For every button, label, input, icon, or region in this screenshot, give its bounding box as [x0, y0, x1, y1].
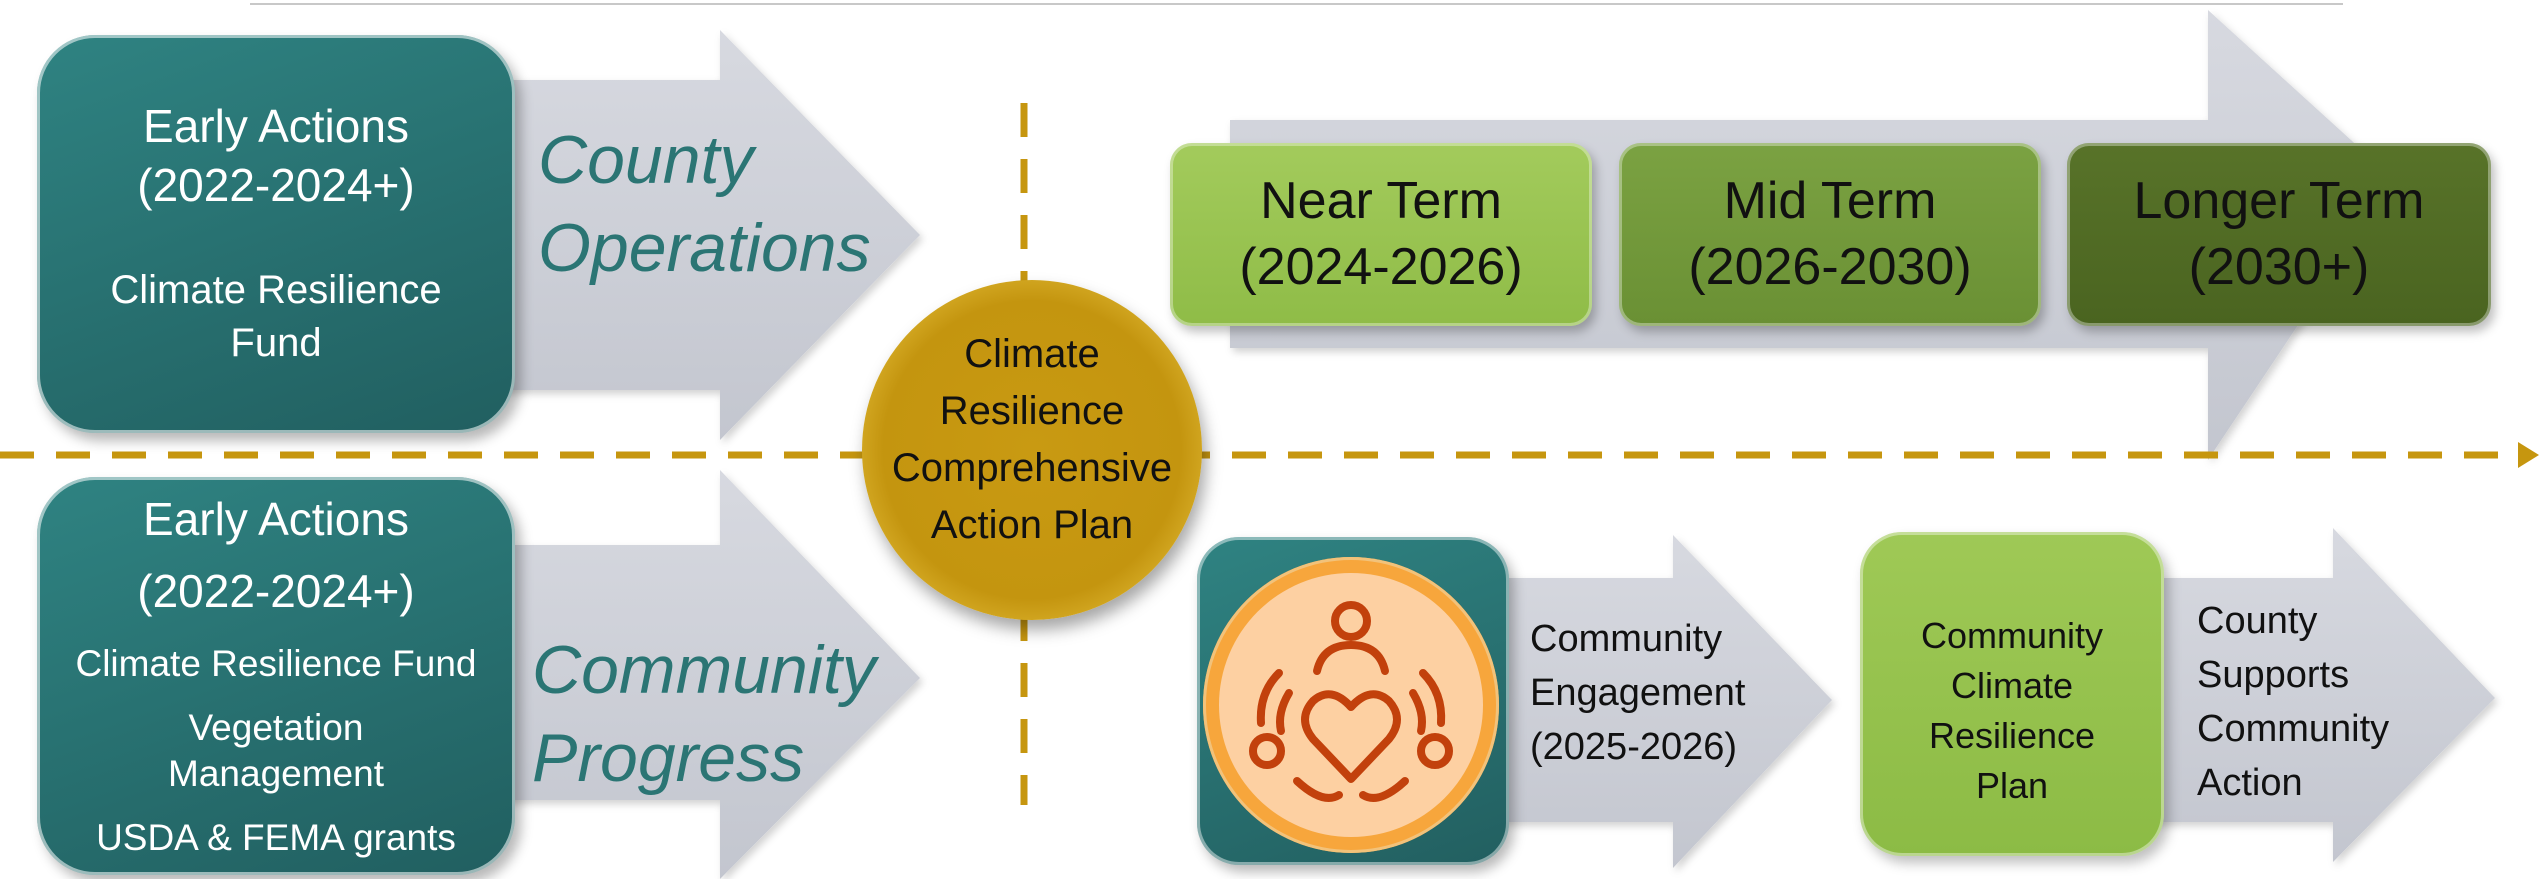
county-operations-arrow: [470, 30, 920, 440]
early-actions-county-box: Early Actions (2022-2024+) Climate Resil…: [37, 35, 515, 433]
early-actions-years-2: (2022-2024+): [137, 565, 415, 617]
vegetation-item-line1: Vegetation: [188, 707, 364, 748]
grants-item: USDA & FEMA grants: [96, 817, 456, 858]
county-supports-arrow: [2150, 528, 2495, 862]
community-heart-icon: [1203, 557, 1499, 853]
fund-item: Climate Resilience Fund: [75, 643, 477, 684]
vegetation-item-line2: Management: [168, 753, 384, 794]
longer-term-box: Longer Term (2030+): [2067, 143, 2491, 326]
mid-term-box: Mid Term (2026-2030): [1619, 143, 2041, 326]
near-term-box: Near Term (2024-2026): [1170, 143, 1592, 326]
early-actions-years: (2022-2024+): [137, 159, 415, 211]
community-progress-label: Community Progress: [532, 632, 876, 797]
early-actions-community-box: Early Actions (2022-2024+) Climate Resil…: [37, 477, 515, 875]
community-progress-arrow: [470, 470, 920, 879]
early-actions-title-2: Early Actions: [143, 493, 409, 545]
dashed-line-arrowhead: [2518, 442, 2539, 468]
fund-label-line2: Fund: [230, 321, 322, 365]
early-actions-title: Early Actions: [143, 100, 409, 152]
community-engagement-tile: [1197, 537, 1509, 865]
community-engagement-text: Community Engagement (2025-2026): [1530, 618, 1746, 768]
action-plan-circle: Climate Resilience Comprehensive Action …: [862, 280, 1202, 620]
fund-label-line1: Climate Resilience: [110, 268, 442, 312]
county-operations-label: County Operations: [538, 122, 871, 287]
community-plan-box: Community Climate Resilience Plan: [1860, 532, 2164, 856]
engagement-arrow: [1500, 535, 1832, 868]
county-supports-text: County Supports Community Action: [2197, 600, 2390, 804]
